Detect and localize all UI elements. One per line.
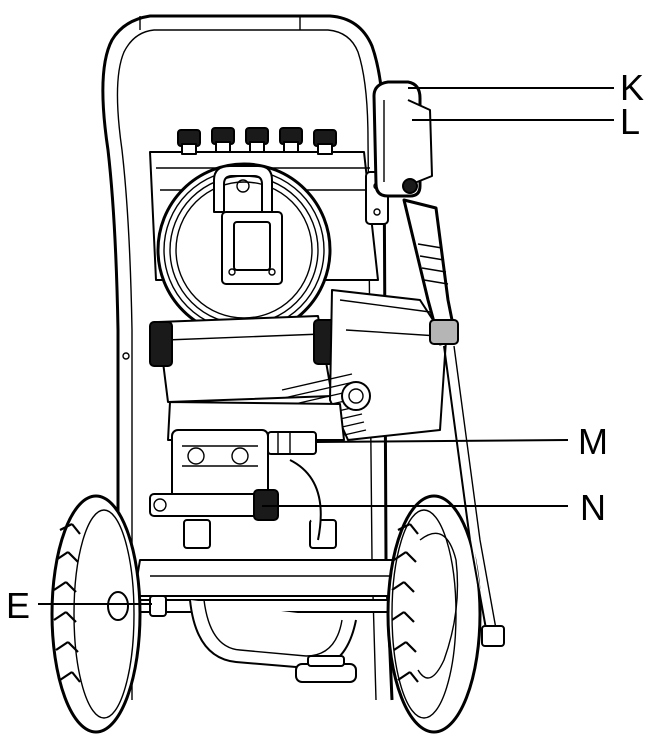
panel-caps xyxy=(177,127,337,155)
pump-outlet xyxy=(267,431,317,455)
frame-bolt-left xyxy=(122,352,130,360)
hose-panel xyxy=(149,127,379,338)
spray-gun xyxy=(365,80,505,647)
axle-clip-left xyxy=(149,595,167,617)
wheel-right xyxy=(386,494,482,734)
callout-l: L xyxy=(620,101,640,142)
gun-trigger xyxy=(407,99,433,185)
callout-n: N xyxy=(580,487,606,528)
callout-e: E xyxy=(6,585,30,626)
leader-m xyxy=(315,439,569,443)
callout-m: M xyxy=(578,421,608,462)
hose-end-fitting xyxy=(481,625,505,647)
grip-left xyxy=(149,321,173,367)
fuel-tank xyxy=(157,315,333,403)
wheel-left xyxy=(50,494,142,734)
callout-k: K xyxy=(620,67,644,108)
